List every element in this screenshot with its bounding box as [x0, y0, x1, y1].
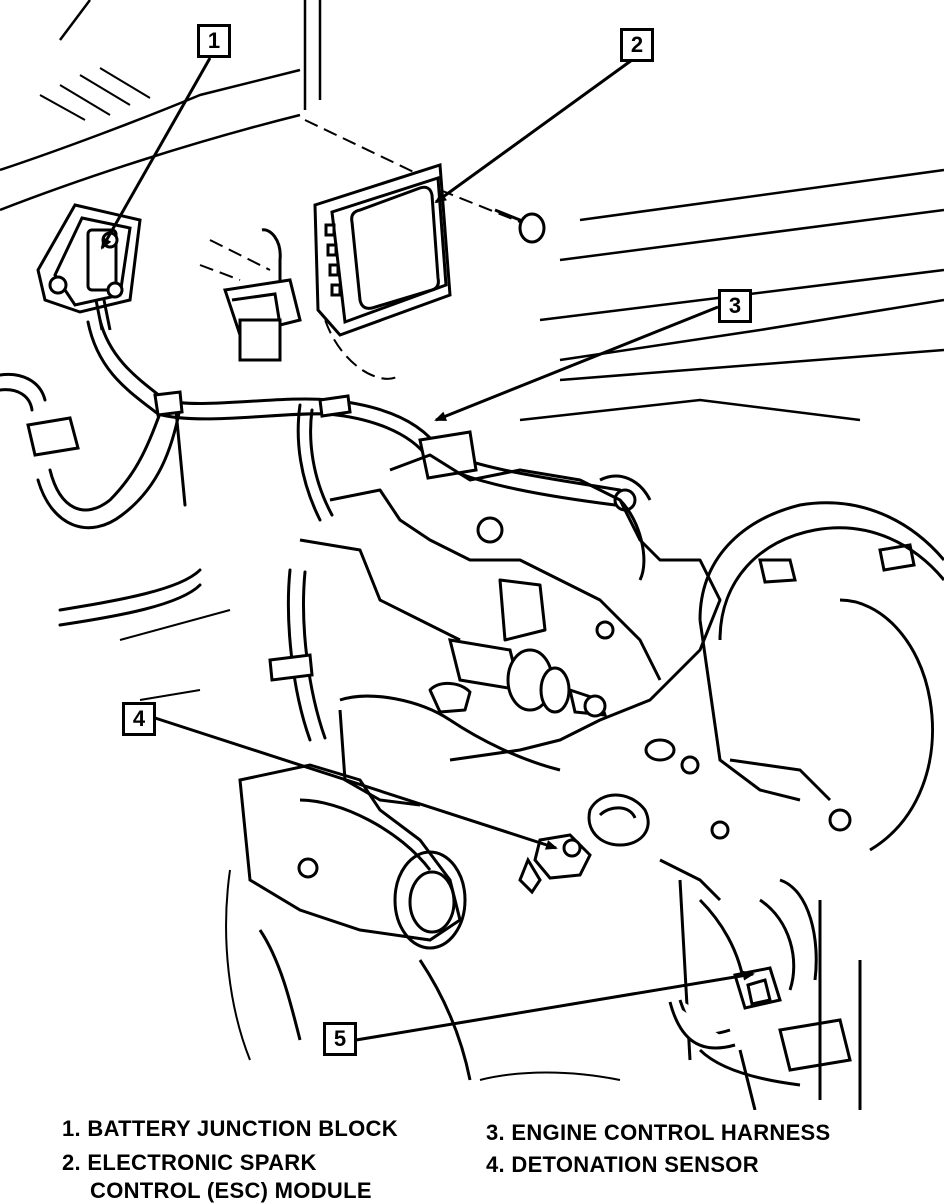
- engine-block: [299, 453, 722, 807]
- legend-item-2: 2. ELECTRONIC SPARK: [62, 1150, 317, 1176]
- legend-number: 3.: [486, 1120, 505, 1145]
- callout-1: 1: [197, 24, 231, 58]
- leader-arrow-5: [355, 970, 755, 1042]
- legend-text: DETONATION SENSOR: [511, 1152, 759, 1177]
- harness-connectors: [26, 390, 478, 682]
- legend-item-2-line2: CONTROL (ESC) MODULE: [90, 1178, 372, 1204]
- legend-number: 1.: [62, 1116, 81, 1141]
- engine-diagram: [0, 0, 944, 1110]
- shaft-assembly: [447, 638, 608, 718]
- leader-arrow-2: [434, 58, 633, 204]
- leader-arrows: [100, 57, 755, 1042]
- detonation-sensor: [518, 833, 592, 895]
- legend-item-3: 3. ENGINE CONTROL HARNESS: [486, 1120, 831, 1146]
- legend-text: ELECTRONIC SPARK: [87, 1150, 317, 1175]
- legend-text: ENGINE CONTROL HARNESS: [511, 1120, 831, 1145]
- mounting-screw: [494, 208, 546, 244]
- legend-item-4: 4. DETONATION SENSOR: [486, 1152, 759, 1178]
- callout-5: 5: [323, 1022, 357, 1056]
- legend-number: 2.: [62, 1150, 81, 1175]
- panel-hatching: [39, 67, 151, 121]
- battery-junction-block: [36, 203, 142, 331]
- legend-text: CONTROL (ESC) MODULE: [90, 1178, 372, 1203]
- callout-2: 2: [620, 28, 654, 62]
- starter-motor: [238, 763, 472, 1081]
- sensor-connector: [668, 966, 782, 1050]
- callout-3: 3: [718, 289, 752, 323]
- body-panel-lines: [0, 0, 944, 422]
- leader-arrow-3: [434, 305, 719, 422]
- lower-body-lines: [119, 609, 621, 1081]
- leader-arrow-4: [154, 716, 558, 850]
- mounting-lines: [199, 119, 521, 380]
- engine-control-harness: [0, 318, 622, 742]
- legend-number: 4.: [486, 1152, 505, 1177]
- legend-item-1: 1. BATTERY JUNCTION BLOCK: [62, 1116, 398, 1142]
- esc-module: [313, 162, 452, 337]
- legend: 1. BATTERY JUNCTION BLOCK 2. ELECTRONIC …: [0, 1110, 944, 1204]
- legend-text: BATTERY JUNCTION BLOCK: [87, 1116, 398, 1141]
- leader-arrow-1: [100, 57, 212, 250]
- callout-4: 4: [122, 702, 156, 736]
- lower-engine-components: [587, 738, 862, 1110]
- transmission-housing: [698, 501, 944, 852]
- esc-connector: [223, 228, 302, 362]
